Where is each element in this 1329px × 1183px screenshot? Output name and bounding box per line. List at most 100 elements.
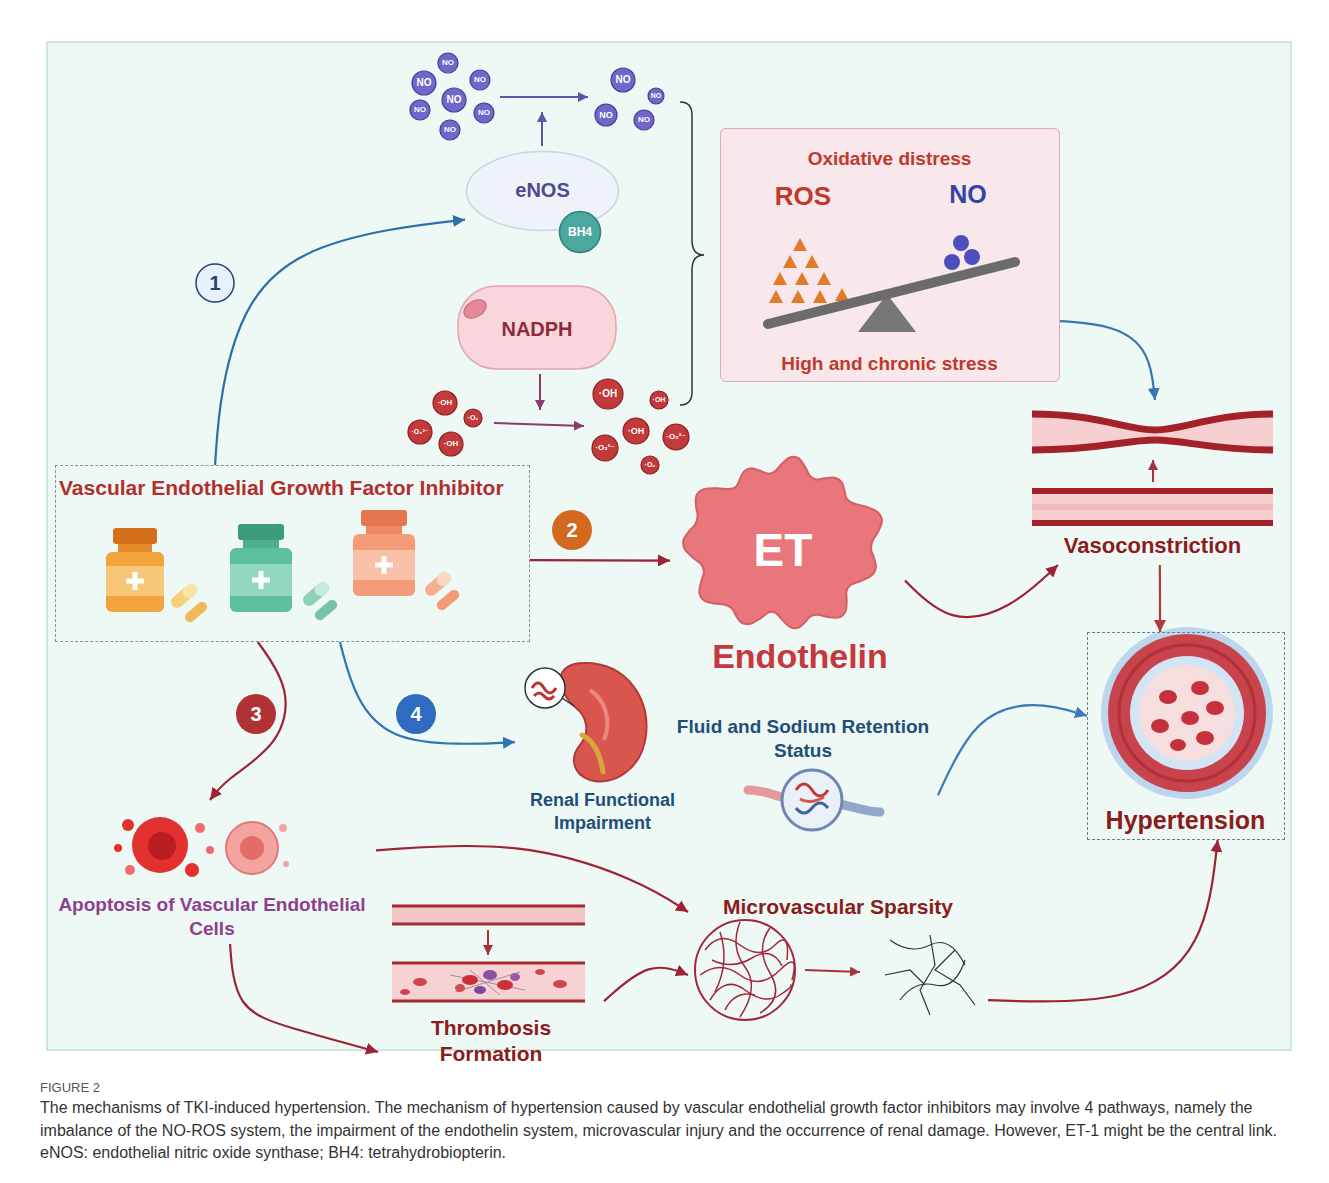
vessels-part <box>1032 414 1273 430</box>
molecule-label: NO <box>454 108 514 118</box>
capillary-networks <box>695 920 975 1020</box>
thrombus-figure-part <box>392 962 585 965</box>
apoptotic-cell-figures-part <box>148 832 176 860</box>
label-slot: 1 <box>185 271 245 295</box>
label-slot: NO <box>418 58 478 68</box>
drug-bottles-part <box>435 588 461 612</box>
seesaw-part <box>769 238 849 303</box>
text-slot: Thrombosis Formation <box>378 1015 604 1068</box>
vessels-part <box>1032 504 1273 510</box>
molecule-label: ·O₂²⁻ <box>390 428 450 436</box>
thrombus-figure-part <box>535 969 545 975</box>
drug-bottles-part <box>243 540 279 548</box>
molecule-label: ·OH <box>629 396 689 404</box>
kidney-part <box>562 698 574 706</box>
drug-bottles-part <box>126 572 144 590</box>
pathway-arrows-part <box>541 112 543 146</box>
kidney-part <box>525 668 565 708</box>
microvascular-network: Microvascular Sparsity <box>688 893 988 1035</box>
binding-site <box>461 296 490 322</box>
drug-bottles-part <box>169 582 200 610</box>
enos-enzyme: eNOSBH4 <box>465 150 620 232</box>
capillary-networks-part-part <box>935 950 975 1005</box>
nadph-oxidase: NADPH <box>457 285 617 370</box>
blob-outline <box>683 457 882 628</box>
label-slot: ·O₂²⁻ <box>646 432 706 442</box>
vessel-cross-section-part-part <box>1159 690 1177 704</box>
callout-number: 2 <box>542 518 602 542</box>
nephron-part <box>838 804 880 812</box>
seesaw-part-part <box>817 272 831 285</box>
thrombus-figure-part <box>392 923 585 926</box>
connector-arrow <box>988 840 1218 1002</box>
node-text: Endothelin <box>700 635 900 678</box>
molecule-label: NO <box>390 105 450 115</box>
drug-bottles-part <box>375 556 393 574</box>
text-slot: NO <box>938 179 998 210</box>
vessel-cross-section <box>1101 627 1273 799</box>
node-label: Renal Functional Impairment <box>515 789 690 834</box>
node-label: ET <box>703 522 863 580</box>
vessel-cross-section-part <box>1151 681 1224 751</box>
vessels-part <box>1032 440 1273 450</box>
label-slot: ·OH <box>421 439 481 449</box>
node-label: Hypertension <box>1088 805 1283 836</box>
molecule-label: NO <box>394 77 454 89</box>
apoptotic-cell-figures-part <box>283 861 289 867</box>
text-slot: Vasoconstriction <box>1030 532 1275 560</box>
nephron-part <box>796 803 828 813</box>
thrombus-figure-part <box>553 980 567 988</box>
pathway-arrows <box>494 97 588 426</box>
connector-arrow <box>230 944 378 1052</box>
nephron-part <box>800 797 824 802</box>
drug-bottles-part-part <box>435 588 461 612</box>
connector-arrow <box>530 559 670 562</box>
node-text: High and chronic stress <box>721 352 1058 376</box>
drug-bottles-part-part <box>313 598 339 622</box>
molecule-label: ·O₂ <box>620 461 680 469</box>
drug-bottles <box>106 510 461 624</box>
vessels-part <box>1032 490 1273 524</box>
vessel-cross-section-part-part <box>1206 701 1224 715</box>
connector-arrow <box>1060 321 1155 400</box>
vessels-part <box>1032 520 1273 526</box>
apoptotic-cell-figures-part <box>279 824 287 832</box>
drug-bottles-part-part <box>183 600 209 624</box>
drug-bottles-part <box>106 566 164 596</box>
vessels-part <box>1152 460 1154 482</box>
callout-number: 3 <box>226 702 286 726</box>
molecule-label: NO <box>576 110 636 121</box>
label-slot: ·OH <box>415 398 475 408</box>
pathway-arrows-part <box>539 374 541 410</box>
drug-bottles-part <box>361 510 407 526</box>
capillary-networks-part-part <box>736 922 751 1017</box>
vasoconstriction-vessel: Vasoconstriction <box>1030 400 1275 565</box>
thrombus-figure-part <box>497 980 513 990</box>
thrombus-figure-part <box>510 973 520 981</box>
molecule-label: ·O₂ <box>443 414 503 422</box>
drug-bottles-part <box>230 548 292 612</box>
vessel-cross-section-part <box>1139 665 1235 761</box>
capillary-networks-part <box>805 970 860 972</box>
apoptotic-cell-figures-part <box>114 844 122 852</box>
connector-arrow <box>215 220 465 465</box>
label-slot: NO <box>593 74 653 86</box>
vessel-cross-section-part-part <box>1151 719 1169 733</box>
molecule-label: NO <box>450 75 510 85</box>
label-slot: ·OH <box>606 426 666 437</box>
pathway-arrows-part <box>500 96 588 98</box>
thrombus-figure-part <box>392 905 585 908</box>
label-slot: NO <box>450 75 510 85</box>
connector-arrow <box>376 846 688 912</box>
label-slot: ·OH <box>578 388 638 400</box>
seesaw-part <box>964 249 980 265</box>
caption-slot: FIGURE 2 <box>40 1079 440 1097</box>
node-label: eNOS <box>465 178 620 203</box>
molecule-label: NO <box>626 92 686 100</box>
capillary-networks-part-part <box>900 960 965 1000</box>
connector-arrow <box>604 968 688 1001</box>
thrombus-figure-part <box>450 970 525 995</box>
text-slot: ROS <box>763 180 843 213</box>
